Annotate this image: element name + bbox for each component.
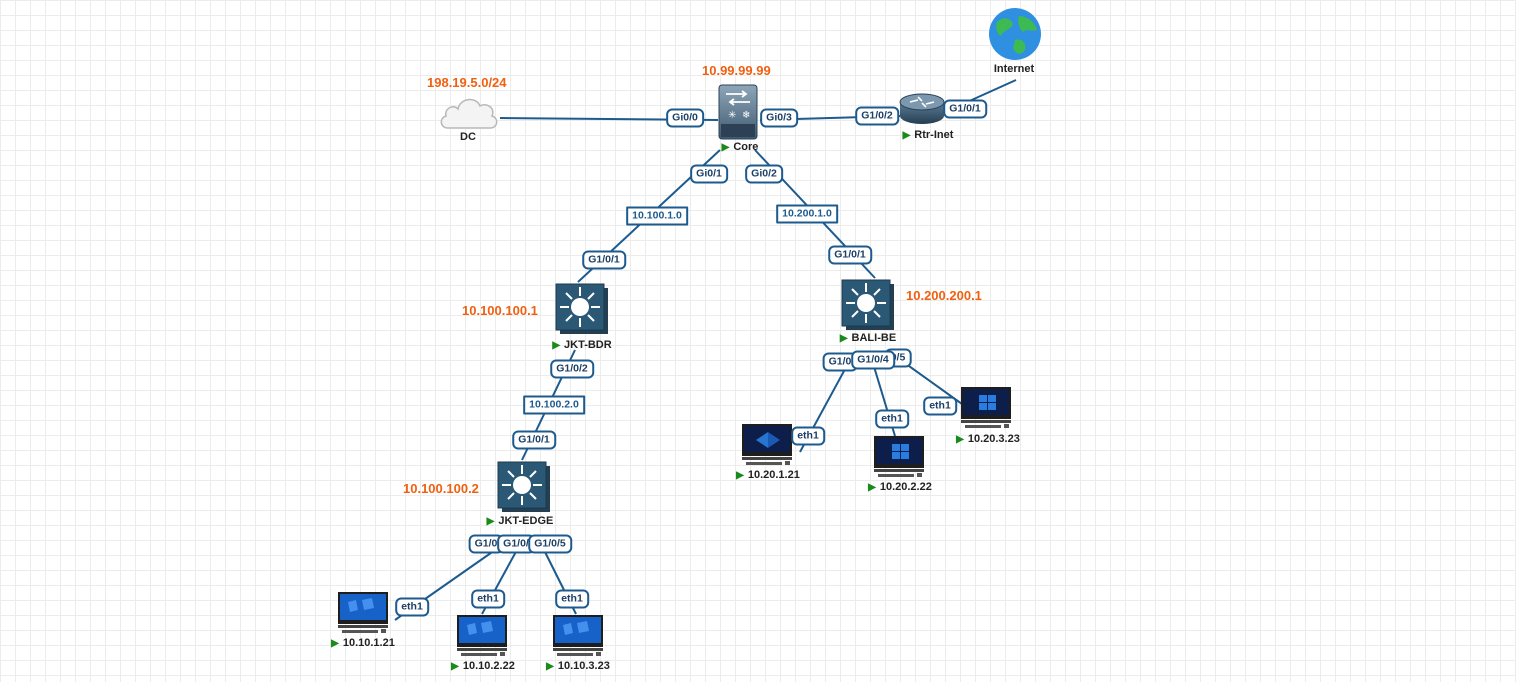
- port-jkt-bdr-up[interactable]: G1/0/1: [582, 250, 626, 270]
- port-eth1-bali-pc3[interactable]: eth1: [923, 396, 957, 416]
- bali-be-label: ▶BALI-BE: [839, 332, 897, 344]
- desktop-pc-icon: [874, 436, 924, 477]
- router-icon: [899, 93, 945, 124]
- port-rtr-core[interactable]: G1/0/2: [855, 106, 899, 126]
- port-rtr-internet[interactable]: G1/0/1: [943, 99, 987, 119]
- rtr-inet-label: ▶Rtr-Inet: [902, 129, 954, 141]
- dc-subnet-label: 198.19.5.0/24: [427, 75, 507, 90]
- desktop-pc-icon: [553, 615, 603, 656]
- svg-text:✳: ✳: [728, 110, 736, 121]
- globe-icon: [989, 8, 1041, 60]
- multilayer-switch-icon: [841, 279, 894, 330]
- port-bali-up[interactable]: G1/0/1: [828, 245, 872, 265]
- desktop-pc-icon: [457, 615, 507, 656]
- subnet-core-bali[interactable]: 10.200.1.0: [776, 204, 838, 224]
- pc-10-10-1-21[interactable]: [338, 592, 388, 634]
- cloud-icon: [440, 98, 498, 129]
- port-core-rtr[interactable]: Gi0/3: [760, 108, 798, 128]
- port-eth1-pc1[interactable]: eth1: [395, 597, 429, 617]
- port-eth1-pc2[interactable]: eth1: [471, 589, 505, 609]
- core-ip-label: 10.99.99.99: [702, 63, 771, 78]
- jkt-edge-ip-label: 10.100.100.2: [403, 481, 479, 496]
- pc-10-10-2-22-label: ▶10.10.2.22: [451, 660, 515, 672]
- port-eth1-pc3[interactable]: eth1: [555, 589, 589, 609]
- pc-10-20-2-22[interactable]: [874, 436, 924, 478]
- jkt-bdr-label: ▶JKT-BDR: [552, 339, 612, 351]
- pc-10-20-1-21[interactable]: [742, 424, 792, 466]
- pc-10-20-1-21-label: ▶10.20.1.21: [736, 469, 800, 481]
- subnet-jkt-bdr-edge[interactable]: 10.100.2.0: [523, 395, 585, 415]
- port-eth1-bali-pc2[interactable]: eth1: [875, 409, 909, 429]
- multilayer-switch-icon: [555, 283, 608, 334]
- port-jkt-edge-5[interactable]: G1/0/5: [528, 534, 572, 554]
- dc-cloud[interactable]: [438, 92, 500, 132]
- core-switch[interactable]: ✳ ❄: [718, 84, 758, 140]
- core-label: ▶Core: [721, 141, 759, 153]
- pc-10-10-3-23-label: ▶10.10.3.23: [546, 660, 610, 672]
- pc-10-20-3-23-label: ▶10.20.3.23: [956, 433, 1020, 445]
- bali-be-ip-label: 10.200.200.1: [906, 288, 982, 303]
- svg-text:❄: ❄: [742, 110, 750, 121]
- port-bali-4[interactable]: G1/0/4: [851, 350, 895, 370]
- pc-10-20-2-22-label: ▶10.20.2.22: [868, 481, 932, 493]
- port-core-bali[interactable]: Gi0/2: [745, 164, 783, 184]
- port-eth1-bali-pc1[interactable]: eth1: [791, 426, 825, 446]
- port-jkt-bdr-down[interactable]: G1/0/2: [550, 359, 594, 379]
- port-bali-1[interactable]: G1/0: [822, 352, 858, 372]
- pc-10-10-2-22[interactable]: [457, 615, 507, 657]
- rtr-inet-router[interactable]: [898, 92, 946, 126]
- jkt-bdr-ip-label: 10.100.100.1: [462, 303, 538, 318]
- bali-be-switch[interactable]: [840, 278, 896, 332]
- pc-10-10-3-23[interactable]: [553, 615, 603, 657]
- port-jkt-edge-1[interactable]: G1/0: [468, 534, 504, 554]
- multilayer-switch-icon: [497, 461, 550, 512]
- port-core-jkt[interactable]: Gi0/1: [690, 164, 728, 184]
- desktop-pc-icon: [961, 387, 1011, 428]
- jkt-edge-switch[interactable]: [496, 460, 552, 514]
- subnet-core-jkt[interactable]: 10.100.1.0: [626, 206, 688, 226]
- internet-label: Internet: [993, 63, 1035, 75]
- layer3-switch-icon: ✳ ❄: [718, 84, 758, 140]
- port-dc-core[interactable]: Gi0/0: [666, 108, 704, 128]
- pc-10-20-3-23[interactable]: [961, 387, 1011, 429]
- internet-globe[interactable]: [987, 6, 1043, 62]
- jkt-bdr-switch[interactable]: [554, 282, 610, 336]
- desktop-pc-icon: [742, 424, 792, 465]
- desktop-pc-icon: [338, 592, 388, 633]
- dc-label: DC: [460, 131, 476, 143]
- jkt-edge-label: ▶JKT-EDGE: [486, 515, 554, 527]
- port-jkt-edge-up[interactable]: G1/0/1: [512, 430, 556, 450]
- pc-10-10-1-21-label: ▶10.10.1.21: [331, 637, 395, 649]
